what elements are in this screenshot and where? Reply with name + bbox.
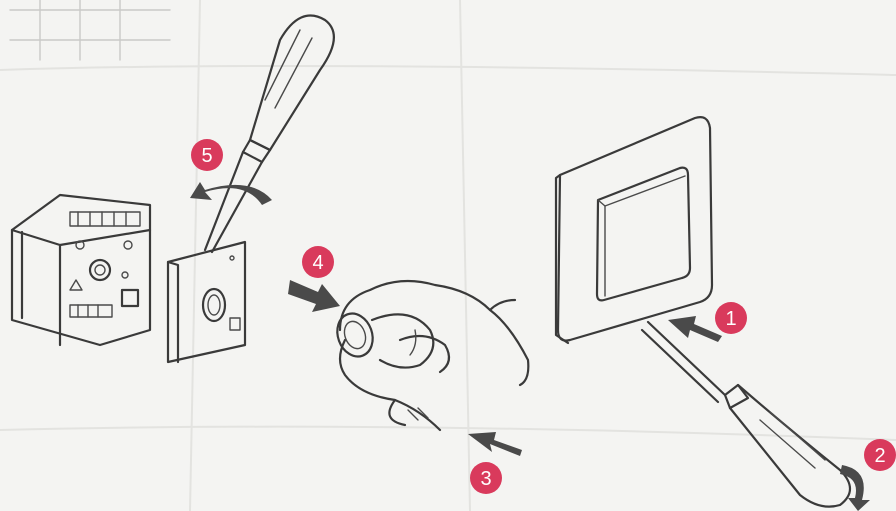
rotate-arrow-icon (190, 182, 272, 205)
background-print (10, 0, 170, 60)
dimmer-cover-illustration (168, 242, 245, 362)
dimmer-module-illustration (12, 195, 150, 345)
step-badge-3: 3 (470, 462, 502, 494)
step-number-label: 2 (874, 445, 885, 467)
wall-frame-illustration (556, 117, 712, 343)
twist-arrow-icon (840, 465, 870, 511)
insert-arrow-icon (668, 316, 722, 342)
slide-arrow-icon (468, 432, 522, 456)
step-number-label: 4 (312, 252, 323, 274)
screwdriver-top-illustration (205, 16, 334, 253)
step-number-label: 5 (201, 145, 212, 167)
hand-illustration (332, 281, 529, 430)
step-badges: 1 2 3 4 5 (191, 139, 896, 494)
step-badge-2: 2 (864, 439, 896, 471)
step-number-label: 1 (725, 308, 736, 330)
step-badge-1: 1 (715, 302, 747, 334)
step-badge-5: 5 (191, 139, 223, 171)
step-number-label: 3 (480, 468, 491, 490)
step-badge-4: 4 (302, 246, 334, 278)
screwdriver-bottom-illustration (642, 322, 850, 507)
push-arrow-icon (288, 280, 340, 312)
